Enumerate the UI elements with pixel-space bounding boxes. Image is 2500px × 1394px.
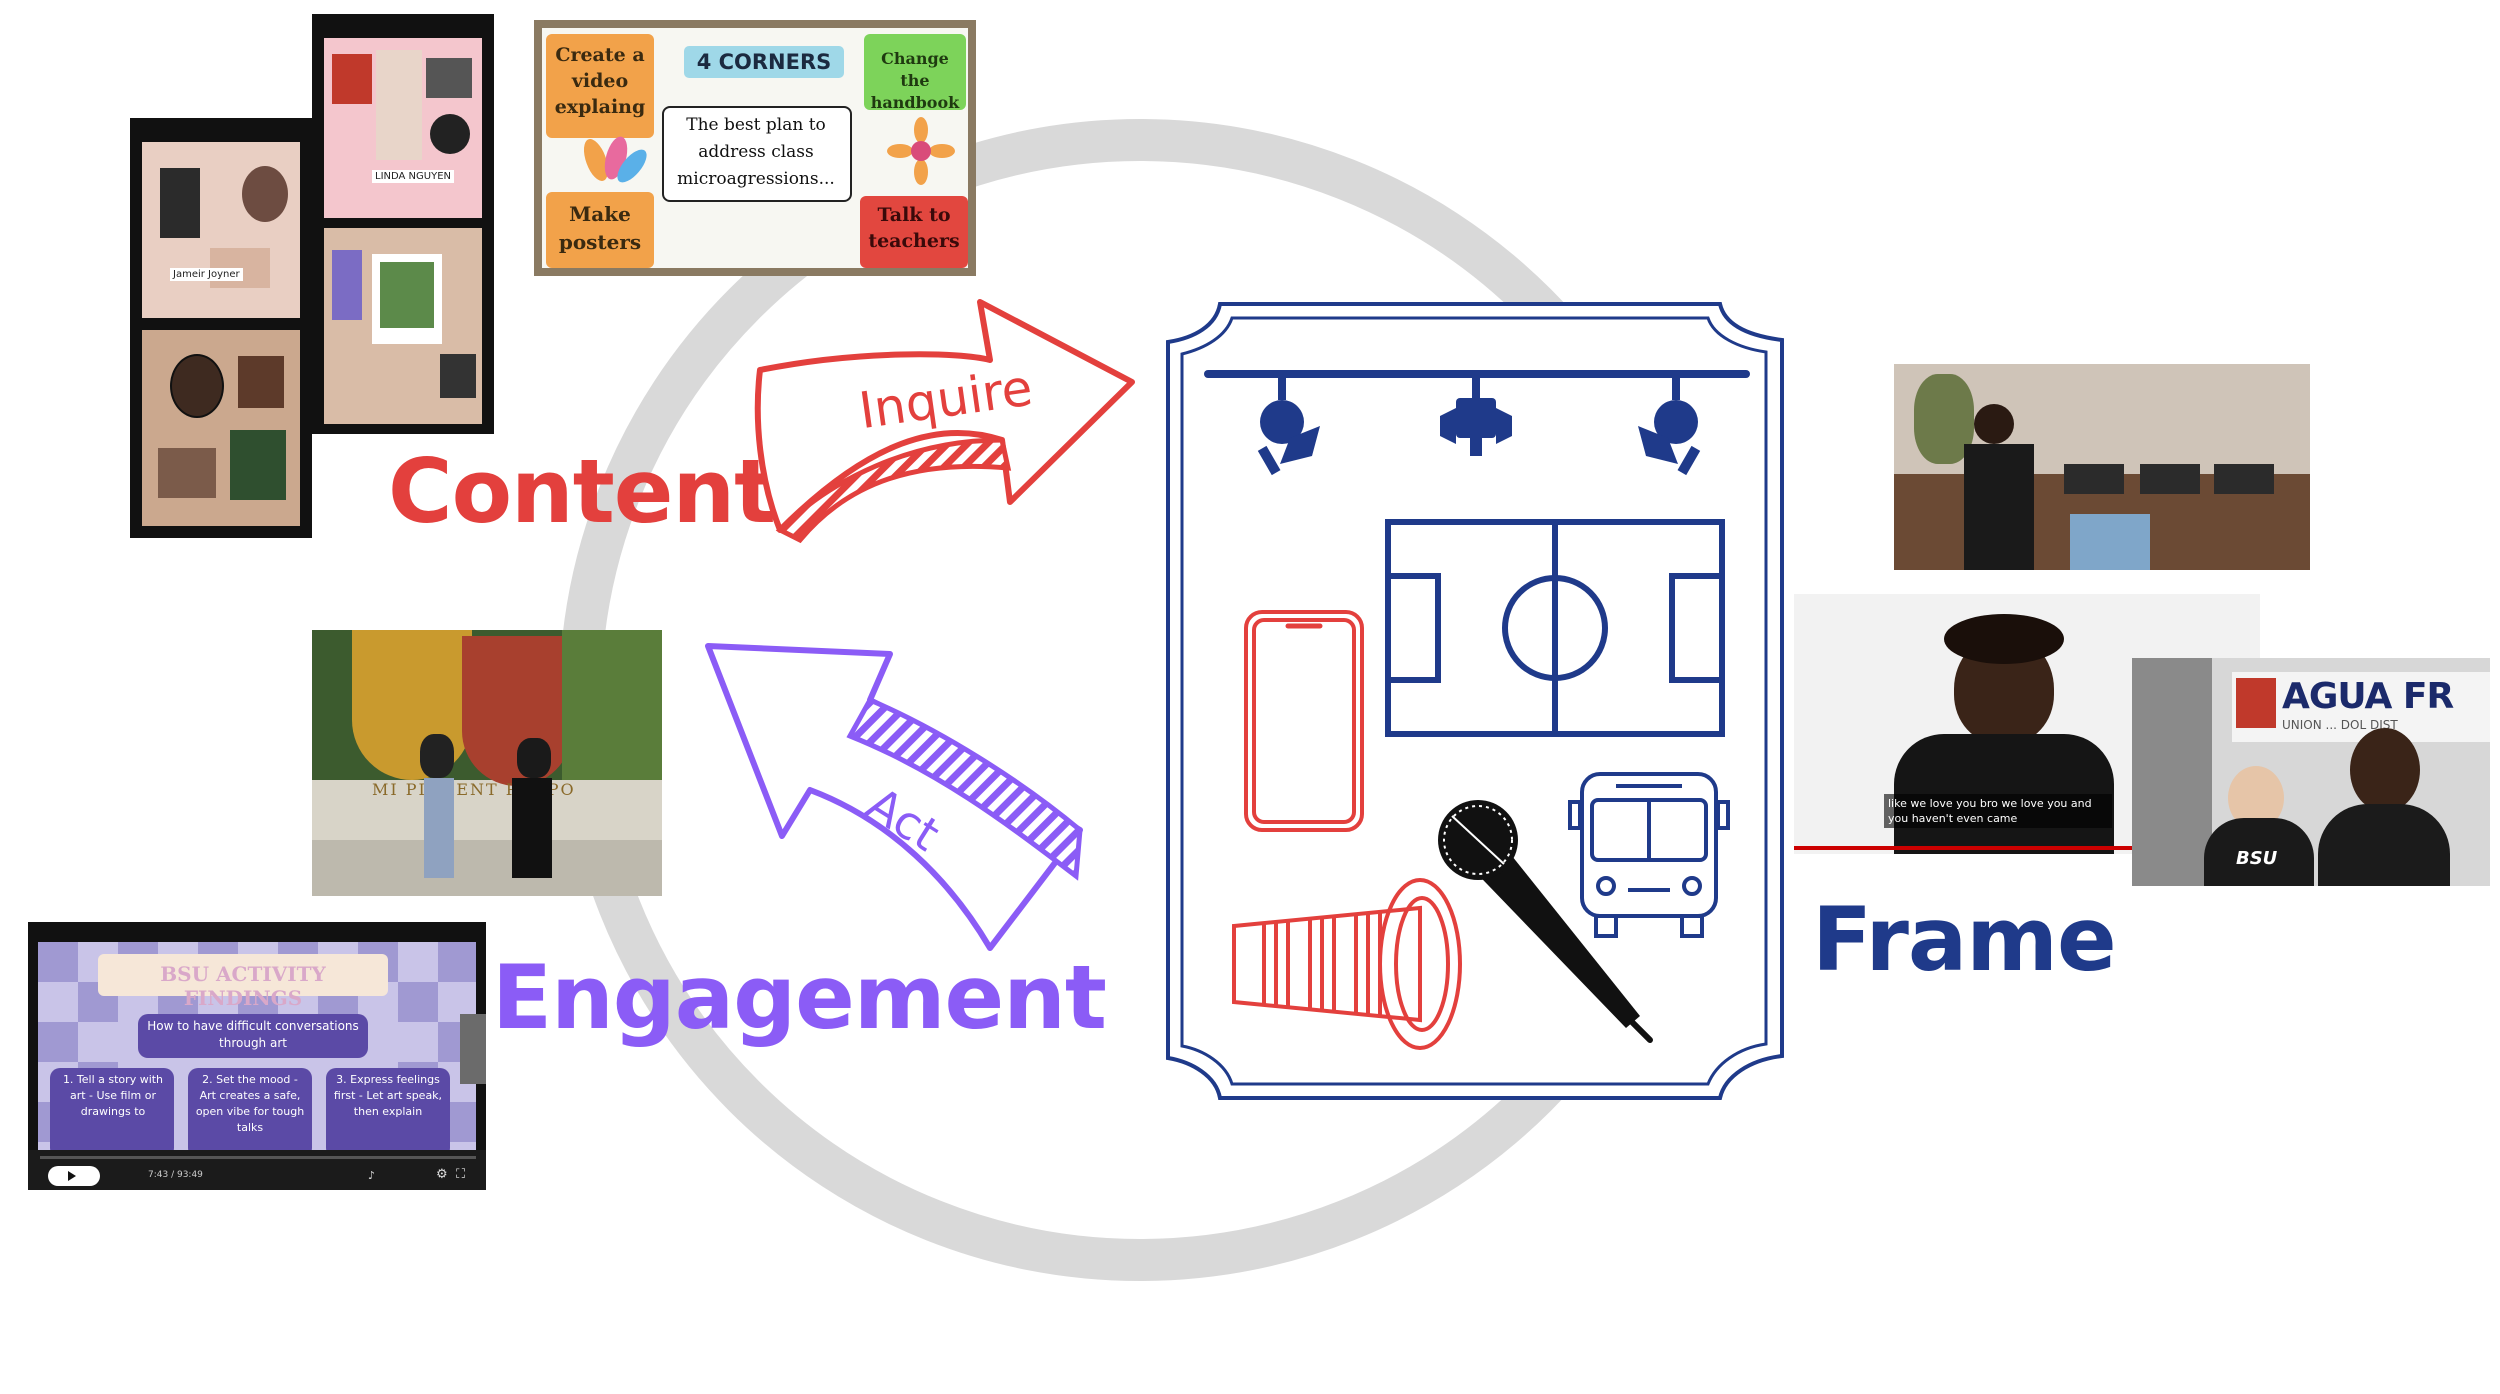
corner-tl-note: Create a video explaing [554, 44, 646, 118]
engagement-label: Engagement [492, 946, 1107, 1049]
dance-photo: MI PIRI ENT PURPO [312, 630, 662, 896]
spotlight-icon [1440, 374, 1512, 456]
content-label: Content [388, 440, 776, 543]
banner-subtext: UNION ... DOL DIST [2282, 718, 2398, 732]
video-caption: like we love you bro we love you and you… [1884, 794, 2112, 828]
corner-bl-note: Make posters [558, 202, 642, 254]
slides-point-1: 1. Tell a story with art - Use film or d… [62, 1073, 164, 1118]
volume-icon[interactable]: ♪ [368, 1169, 376, 1182]
fullscreen-icon[interactable]: ⛶ [456, 1167, 466, 1182]
collage-name-2: Jameir Joyner [170, 268, 243, 281]
phone-icon [1244, 610, 1364, 832]
player-time: 7:43 / 93:49 [148, 1170, 203, 1180]
whiteboard-photo: Create a video explaing Change the handb… [534, 20, 976, 276]
play-icon [68, 1171, 76, 1181]
meeting-room-photo [1894, 364, 2310, 570]
inquire-arrow: Inquire [754, 299, 1135, 544]
progress-track[interactable] [40, 1156, 476, 1159]
spotlight-icon [1257, 374, 1320, 476]
collage-strip-left: Jameir Joyner [130, 118, 312, 538]
slides-point-3: 3. Express feelings first - Let art spea… [333, 1073, 443, 1118]
slides-title: BSU ACTIVITY FINDINGS [160, 962, 326, 1010]
frame-stage-illustration [1166, 302, 1784, 1100]
collage-name-1: LINDA NGUYEN [372, 170, 455, 183]
corner-br-note: Talk to teachers [868, 204, 960, 252]
slides-point-2: 2. Set the mood - Art creates a safe, op… [195, 1073, 305, 1134]
microphone-icon [1438, 800, 1653, 1043]
camera-lens-icon [1232, 878, 1462, 1050]
flower-doodle [583, 136, 647, 183]
act-arrow: Act [705, 643, 1083, 951]
soccer-field-icon [1385, 519, 1725, 737]
slides-video-player: BSU ACTIVITY FINDINGS How to have diffic… [28, 922, 486, 1190]
collage-strip-right: LINDA NGUYEN [312, 14, 494, 434]
settings-icon[interactable]: ⚙ [436, 1167, 448, 1182]
group-photo: AGUA FR UNION ... DOL DIST BSU [2132, 658, 2490, 886]
corner-tr-note: Change the handbook [870, 49, 960, 112]
sunflower-doodle [887, 117, 955, 185]
shirt-logo: BSU [2236, 848, 2278, 869]
whiteboard-title: 4 CORNERS [696, 50, 832, 74]
bus-icon [1568, 772, 1730, 938]
spotlight-icon [1638, 374, 1701, 476]
banner-text: AGUA FR [2282, 676, 2454, 717]
frame-label: Frame [1812, 888, 2117, 991]
video-progress[interactable] [1794, 846, 2260, 850]
slides-subtitle: How to have difficult conversations thro… [147, 1019, 359, 1050]
whiteboard-center-note: The best plan to address class microagre… [677, 115, 835, 189]
